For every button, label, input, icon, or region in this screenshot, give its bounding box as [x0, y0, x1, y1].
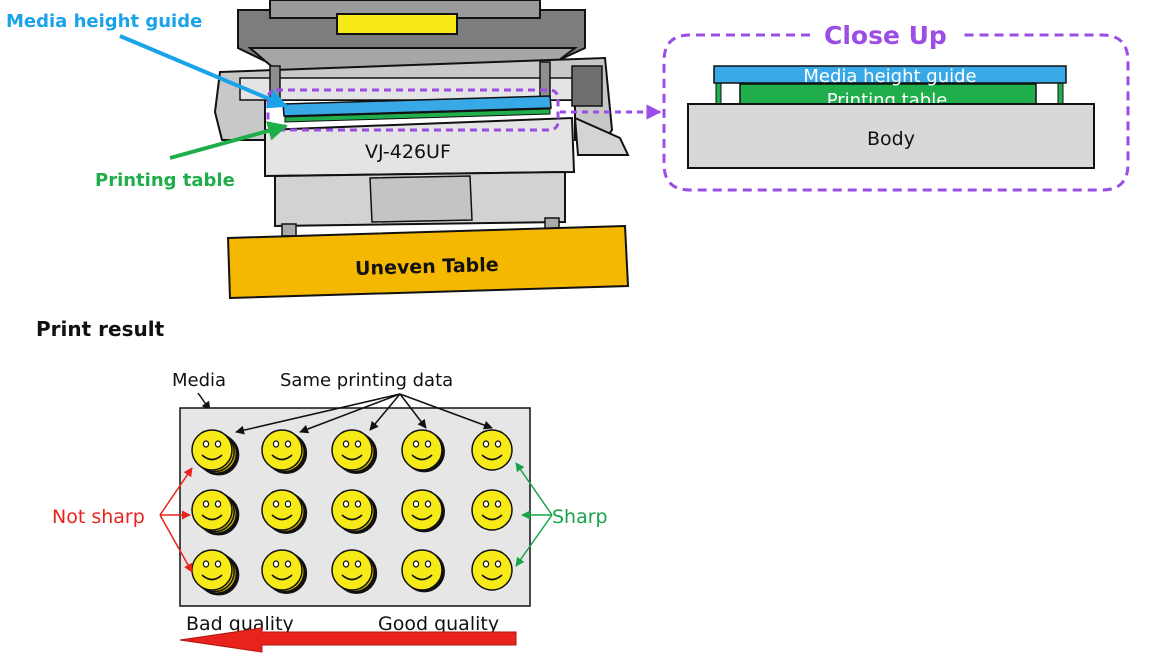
bad-quality-label: Bad quality	[186, 613, 294, 635]
closeup-highlight-box	[266, 88, 560, 132]
same-data-arrow-5	[399, 393, 493, 430]
not-sharp-arrows	[159, 467, 193, 573]
not-sharp-arrow-top	[159, 467, 193, 516]
sharp-arrow-top	[515, 462, 553, 516]
media-height-guide-label: Media height guide	[6, 11, 202, 32]
closeup-frame	[662, 33, 1130, 192]
printer-dark-panel	[571, 65, 603, 107]
smiley-face	[191, 429, 240, 476]
not-sharp-arrow-bottom	[159, 514, 193, 573]
printer-lower-door	[369, 175, 473, 223]
printer-right-wing	[573, 116, 630, 156]
closeup-printing-table-label: Printing table	[827, 90, 948, 111]
closeup-title: Close Up	[824, 21, 947, 50]
closeup-media-height-guide	[713, 65, 1067, 84]
smiley-face	[471, 429, 513, 471]
printing-table-label: Printing table	[95, 170, 235, 191]
same-data-arrow-1	[235, 393, 401, 435]
closeup-guide-right-leg	[1057, 81, 1064, 105]
smiley-face	[331, 489, 378, 534]
printer-illustration: VJ-426UF Uneven Table	[213, 0, 630, 300]
same-data-arrow-2	[299, 393, 401, 434]
print-result-heading: Print result	[36, 317, 165, 341]
smiley-face	[261, 549, 308, 594]
same-data-arrows	[235, 393, 493, 435]
model-label: VJ-426UF	[365, 141, 451, 163]
left-foot	[281, 223, 297, 237]
smiley-face	[261, 489, 308, 534]
media-pointer	[197, 392, 211, 411]
smiley-face	[401, 549, 445, 593]
same-printing-data-label: Same printing data	[280, 370, 453, 391]
not-sharp-label: Not sharp	[52, 506, 145, 528]
smiley-face	[401, 429, 445, 473]
sharp-label: Sharp	[552, 506, 608, 528]
quality-direction-arrow	[179, 627, 517, 653]
same-data-arrow-3	[369, 393, 401, 431]
smiley-face	[331, 429, 378, 474]
closeup-panel: Close Up Printing table Media height gui…	[662, 21, 1130, 192]
closeup-guide-left-leg	[715, 81, 722, 105]
sharp-arrow-bottom	[515, 514, 553, 567]
closeup-body	[687, 103, 1095, 169]
smiley-face	[261, 429, 308, 474]
closeup-body-label: Body	[867, 128, 915, 150]
printing-table-pointer	[169, 121, 288, 160]
smiley-face	[331, 549, 378, 594]
media-height-guide-pointer	[119, 34, 288, 109]
smiley-face	[401, 489, 445, 533]
good-quality-label: Good quality	[378, 613, 499, 635]
printer-printing-table	[284, 108, 551, 123]
smiley-face	[191, 489, 240, 536]
sharp-arrows	[515, 462, 553, 567]
smiley-face	[471, 549, 513, 591]
lid-yellow-window	[336, 13, 458, 35]
closeup-media-height-guide-label: Media height guide	[803, 66, 976, 87]
same-data-arrow-4	[399, 393, 427, 429]
smiley-grid	[191, 429, 513, 596]
printer-front-body	[264, 116, 576, 178]
uneven-table	[226, 224, 630, 300]
media-label: Media	[172, 370, 226, 391]
smiley-face	[471, 489, 513, 531]
printer-media-height-guide	[282, 95, 552, 117]
uneven-table-label: Uneven Table	[355, 254, 499, 280]
